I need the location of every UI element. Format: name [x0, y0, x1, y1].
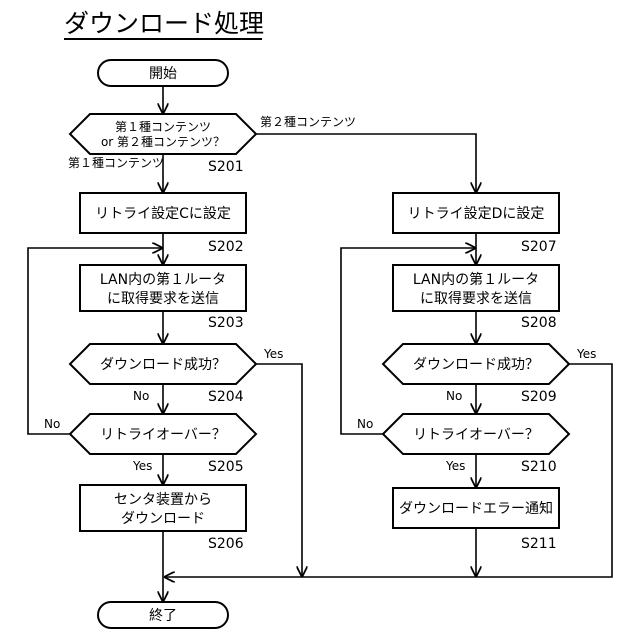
set-retry-d-label: リトライ設定Dに設定: [408, 206, 545, 222]
process-set-retry-c: リトライ設定Cに設定: [80, 193, 246, 233]
step-label-s202: S202: [208, 239, 244, 255]
edge-ok-left-yes: [256, 364, 302, 576]
start-label: 開始: [149, 66, 177, 82]
step-label-s205: S205: [208, 459, 244, 475]
step-label-s207: S207: [521, 239, 557, 255]
send-request-left-line1: LAN内の第１ルータ: [100, 271, 226, 288]
label-no-download-left: No: [133, 389, 149, 403]
edge-decision-retry-d: [256, 134, 476, 192]
process-send-request-left: LAN内の第１ルータ に取得要求を送信: [80, 265, 246, 311]
step-label-s203: S203: [208, 315, 244, 331]
step-label-s204: S204: [208, 389, 244, 405]
label-no-retry-left: No: [44, 417, 60, 431]
start-terminal: 開始: [98, 60, 228, 86]
decision-content-line1: 第１種コンテンツ: [115, 120, 211, 134]
step-label-s210: S210: [521, 459, 557, 475]
step-label-s209: S209: [521, 389, 557, 405]
decision-content-type: 第１種コンテンツ or 第２種コンテンツ？: [70, 114, 256, 154]
end-terminal: 終了: [98, 602, 228, 628]
retry-over-right-label: リトライオーバー？: [413, 427, 539, 443]
label-yes-download-left: Yes: [263, 347, 283, 361]
download-ok-left-label: ダウンロード成功？: [100, 357, 226, 373]
page-title: ダウンロード処理: [64, 9, 264, 38]
decision-retry-over-left: リトライオーバー？: [70, 414, 256, 454]
label-yes-download-right: Yes: [576, 347, 596, 361]
step-label-s206: S206: [208, 536, 244, 552]
label-no-download-right: No: [446, 389, 462, 403]
download-center-line1: センタ装置から: [114, 492, 212, 508]
step-label-s208: S208: [521, 315, 557, 331]
decision-download-ok-left: ダウンロード成功？: [70, 344, 256, 384]
set-retry-c-label: リトライ設定Cに設定: [95, 206, 231, 222]
send-request-right-line1: LAN内の第１ルータ: [413, 271, 539, 288]
step-label-s201: S201: [208, 159, 244, 175]
decision-download-ok-right: ダウンロード成功？: [383, 344, 569, 384]
end-label: 終了: [149, 608, 177, 624]
step-label-s211: S211: [521, 536, 557, 552]
label-yes-retry-left: Yes: [132, 459, 152, 473]
process-set-retry-d: リトライ設定Dに設定: [393, 193, 559, 233]
label-yes-retry-right: Yes: [445, 459, 465, 473]
send-request-right-line2: に取得要求を送信: [420, 290, 532, 307]
label-type2-branch: 第２種コンテンツ: [260, 115, 356, 129]
decision-content-line2: or 第２種コンテンツ？: [101, 135, 225, 149]
label-no-retry-right: No: [357, 417, 373, 431]
process-download-center: センタ装置から ダウンロード: [80, 485, 246, 531]
label-type1-branch: 第１種コンテンツ: [68, 156, 164, 170]
error-notify-label: ダウンロードエラー通知: [399, 500, 553, 517]
send-request-left-line2: に取得要求を送信: [107, 290, 219, 307]
download-center-line2: ダウンロード: [121, 511, 205, 527]
download-ok-right-label: ダウンロード成功？: [413, 357, 539, 373]
process-send-request-right: LAN内の第１ルータ に取得要求を送信: [393, 265, 559, 311]
decision-retry-over-right: リトライオーバー？: [383, 414, 569, 454]
process-error-notify: ダウンロードエラー通知: [393, 488, 559, 528]
retry-over-left-label: リトライオーバー？: [100, 427, 226, 443]
